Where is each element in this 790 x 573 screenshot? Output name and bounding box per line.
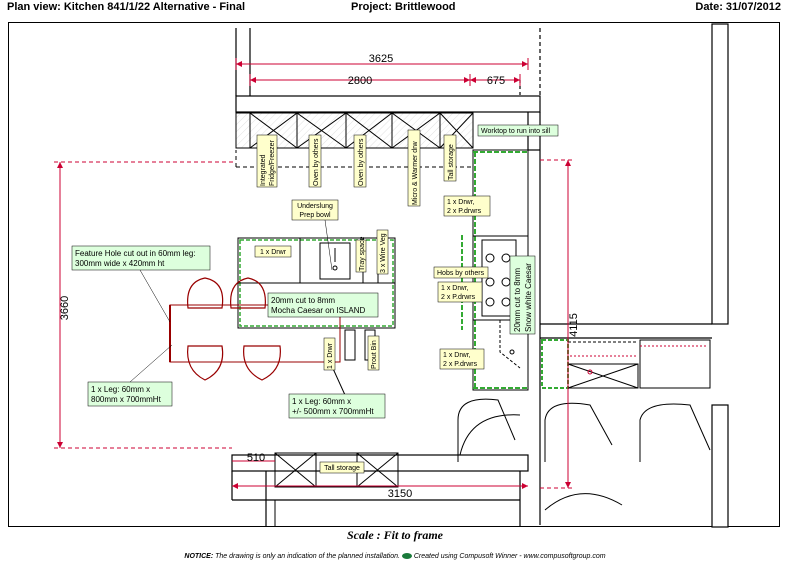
label-fridge-2: Fridge/Freezer [269,139,276,186]
dimension-arrows [57,61,571,489]
label-prout-bin: Prout Bin [371,340,378,369]
label-leg2-2: +/- 500mm x 700mmHt [292,407,374,416]
label-drwr-right3-b: 2 x P.drwrs [443,361,478,368]
label-island-top-2: Mocha Caesar on ISLAND [271,306,365,315]
right-wall [711,23,729,325]
plan-date: Date: 31/07/2012 [695,1,781,13]
dim-bottom-width: 3150 [388,488,412,500]
label-drwr-right3-a: 1 x Drwr, [443,352,471,359]
label-leg2-1: 1 x Leg: 60mm x [292,397,351,406]
bottom-right-wall [711,404,729,528]
dim-top-right: 675 [487,75,505,87]
scale-caption: Scale : Fit to frame [347,528,443,542]
label-leg1-1: 1 x Leg: 60mm x [91,385,150,394]
stool-2 [230,277,266,309]
label-tall-storage: Tall storage [448,144,455,180]
label-drwr-vertical: 1 x Drwr [327,342,334,369]
dim-top-total: 3625 [369,53,393,65]
plan-view-title: Plan view: Kitchen 841/1/22 Alternative … [7,1,246,13]
label-oven-1: Oven by others [313,138,320,186]
label-caesar-right-2: Snow white Caesar [524,263,533,332]
label-drwr-right1-a: 1 x Drwr, [447,199,475,206]
label-drwr-right2-a: 1 x Drwr, [441,285,469,292]
label-wire-veg: 3 x Wire Veg [380,233,387,273]
dimension-lines [54,58,574,489]
label-feature-2: 300mm wide x 420mm ht [75,259,165,268]
notice-label: NOTICE: [184,553,214,560]
label-hobs: Hobs by others [437,270,485,277]
label-oven-2: Oven by others [358,138,365,186]
label-island-top-1: 20mm cut to 8mm [271,296,335,305]
label-underslung-2: Prep bowl [299,212,331,219]
walls [231,23,729,528]
stool-1 [187,277,224,309]
dim-right-height: 4115 [568,313,580,337]
label-feature-1: Feature Hole cut out in 60mm leg: [75,249,196,258]
notice-created: Created using Compusoft Winner - www.com… [411,553,606,560]
label-caesar-right-1: 20mm cut to 8mm [513,268,522,332]
stool-4 [243,345,281,381]
compusoft-logo-icon [401,553,412,560]
label-drwr-right2-b: 2 x P.drwrs [441,294,476,301]
label-worktop: Worktop to run into sill [481,128,551,135]
label-fridge-1: Integrated [260,154,267,186]
label-micro: Micro & Warmer drw [412,141,419,205]
top-wall [235,95,541,113]
label-drwr-right1-b: 2 x P.drwrs [447,208,482,215]
label-tall-storage-bottom: Tall storage [324,465,360,472]
project-name: Project: Brittlewood [351,1,456,13]
notice-text: The drawing is only an indication of the… [213,553,400,560]
notice-footer: NOTICE: The drawing is only an indicatio… [0,553,790,560]
stool-3 [187,345,224,381]
dim-bottom-small: 510 [247,452,265,464]
drawing-frame [8,22,780,527]
label-drwr-island: 1 x Drwr [260,249,287,256]
dim-top-left: 2800 [348,75,372,87]
right-run [461,149,529,391]
label-underslung-1: Underslung [297,203,333,210]
label-leg1-2: 800mm x 700mmHt [91,395,162,404]
dim-left-height: 3660 [59,296,71,320]
bottom-run [274,452,399,527]
stools [187,277,281,381]
label-tray-space: Tray space [359,237,366,271]
bottom-right-area [457,339,711,511]
bottom-wall [231,454,529,472]
